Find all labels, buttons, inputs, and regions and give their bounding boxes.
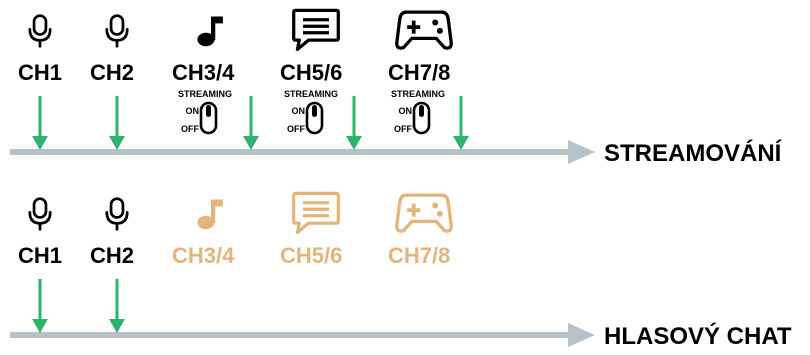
top_row-ch3-music-note-icon xyxy=(197,16,223,47)
switch-body xyxy=(199,101,218,135)
switch-title: STREAMING xyxy=(284,89,338,99)
bottom_row-ch4-chat-icon xyxy=(292,191,340,235)
bottom_row-ch3-music-note-icon xyxy=(197,199,223,230)
bottom_row-bus-arrowhead xyxy=(568,323,595,347)
bottom_row-ch1-microphone-icon xyxy=(28,197,52,231)
streaming-switch-ch3-4[interactable]: STREAMING ON OFF xyxy=(178,89,232,135)
top_row-channel-label-4: CH5/6 xyxy=(280,60,342,85)
top_row-channel-label-2: CH2 xyxy=(90,60,134,85)
switch-knob xyxy=(206,105,211,117)
top_row-route-arrowhead-1 xyxy=(32,136,48,150)
top_row-ch4-chat-icon xyxy=(292,8,340,52)
top_row-channel-label-5: CH7/8 xyxy=(388,60,450,85)
switch-off-label: OFF xyxy=(287,124,305,134)
bottom_row-bus-line xyxy=(10,332,570,338)
switch-on-label: ON xyxy=(186,106,200,116)
switch-off-label: OFF xyxy=(394,124,412,134)
streaming-switch-ch7-8[interactable]: STREAMING ON OFF xyxy=(391,89,445,135)
top_row-ch2-microphone-icon xyxy=(105,14,129,48)
top_row-channel-label-1: CH1 xyxy=(18,60,62,85)
bottom_row-ch2-microphone-icon xyxy=(105,197,129,231)
bottom_row-channel-label-2: CH2 xyxy=(90,243,134,268)
bottom_row-channel-label-5: CH7/8 xyxy=(388,243,450,268)
top_row-ch1-microphone-icon xyxy=(28,14,52,48)
bottom_row-channel-label-1: CH1 xyxy=(18,243,62,268)
bottom_row-channel-label-4: CH5/6 xyxy=(280,243,342,268)
switch-title: STREAMING xyxy=(178,89,232,99)
bottom_row-channel-label-3: CH3/4 xyxy=(172,243,235,268)
top_row-route-arrowhead-2 xyxy=(109,136,125,150)
switch-on-label: ON xyxy=(292,106,306,116)
top_row-route-arrowhead-5 xyxy=(453,136,469,150)
switch-body xyxy=(412,101,431,135)
top_row-channel-label-3: CH3/4 xyxy=(172,60,235,85)
bottom_row-ch5-gamepad-icon xyxy=(395,193,453,234)
switch-knob xyxy=(312,105,317,117)
switch-knob xyxy=(419,105,424,117)
switch-body xyxy=(305,101,324,135)
streaming-switch-ch5-6[interactable]: STREAMING ON OFF xyxy=(284,89,338,135)
top_row-destination-label: STREAMOVÁNÍ xyxy=(604,139,783,167)
top_row-route-arrowhead-4 xyxy=(346,136,362,150)
switch-title: STREAMING xyxy=(391,89,445,99)
top_row-ch5-gamepad-icon xyxy=(395,10,453,51)
top_row-bus-arrowhead xyxy=(568,140,595,164)
switch-on-label: ON xyxy=(399,106,413,116)
bottom_row-route-arrowhead-2 xyxy=(109,319,125,333)
bottom_row-destination-label: HLASOVÝ CHAT xyxy=(604,322,792,350)
top_row-route-arrowhead-3 xyxy=(243,136,259,150)
switch-off-label: OFF xyxy=(181,124,199,134)
bottom_row-route-arrowhead-1 xyxy=(32,319,48,333)
top_row-bus-line xyxy=(10,149,570,155)
